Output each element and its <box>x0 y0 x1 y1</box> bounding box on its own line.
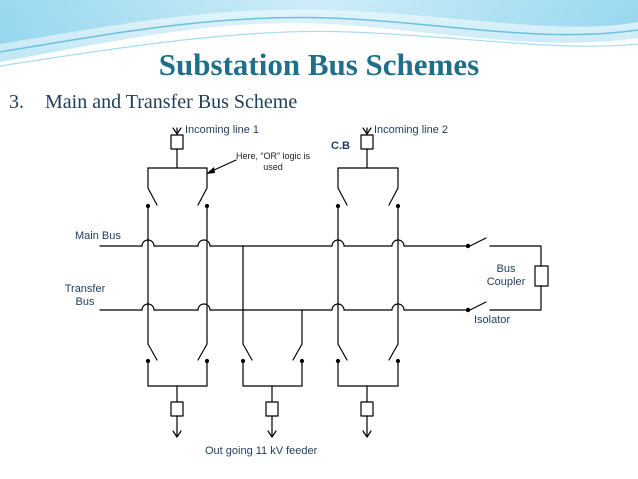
banner-wave <box>0 0 638 80</box>
main-bus <box>99 239 469 247</box>
label-isolator: Isolator <box>474 314 511 326</box>
or-note-arrowhead <box>206 167 215 174</box>
subtitle-text: Main and Transfer Bus Scheme <box>45 91 298 113</box>
incoming-feeder-1 <box>145 127 210 345</box>
bus-coupler-line-2: Coupler <box>486 276 526 288</box>
or-logic-note: Here, “OR” logic is used <box>223 151 323 173</box>
label-transfer-bus: Transfer Bus <box>60 283 110 309</box>
outgoing-isolators <box>145 343 401 387</box>
label-bus-coupler: Bus Coupler <box>479 263 533 289</box>
slide-subtitle: 3. Main and Transfer Bus Scheme <box>9 91 297 114</box>
outgoing-feeders <box>170 385 374 438</box>
or-note-arrow <box>211 159 237 172</box>
label-outgoing-feeder: Out going 11 kV feeder <box>205 445 318 457</box>
incoming-feeder-2 <box>335 127 401 345</box>
middle-feeder-taps <box>242 245 303 345</box>
transfer-bus <box>99 303 469 311</box>
transfer-bus-line-2: Bus <box>75 296 95 308</box>
bus-coupler-line-1: Bus <box>496 263 516 275</box>
or-note-line-2: used <box>263 162 283 172</box>
label-main-bus: Main Bus <box>75 230 121 242</box>
label-incoming-line-2: Incoming line 2 <box>374 124 448 136</box>
label-incoming-line-1: Incoming line 1 <box>185 124 259 136</box>
label-circuit-breaker: C.B <box>331 140 350 152</box>
subtitle-number: 3. <box>9 91 24 113</box>
bus-coupler <box>465 237 549 313</box>
or-note-line-1: Here, “OR” logic is <box>235 151 310 161</box>
slide-title: Substation Bus Schemes <box>158 47 480 82</box>
transfer-bus-line-1: Transfer <box>64 283 106 295</box>
